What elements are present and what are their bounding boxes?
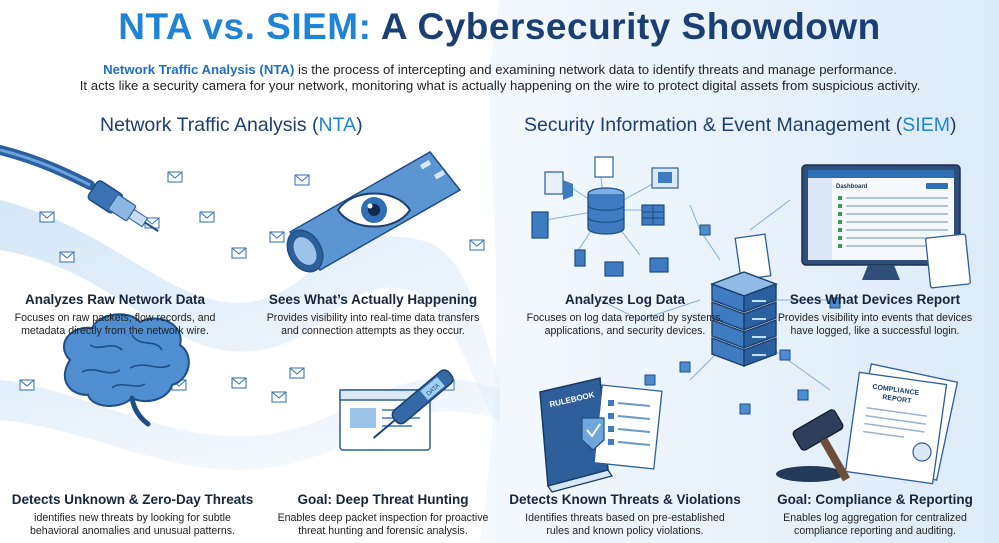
card-desc-line-1: Provides visibility into events that dev… (777, 312, 973, 324)
card-title: Sees What’s Actually Happening (268, 292, 478, 307)
card-desc-line-2: threat hunting and forensic analysis. (298, 525, 468, 537)
siem-card-known-threats: Detects Known Threats & Violations Ident… (505, 492, 745, 538)
title-part-2: A Cybersecurity Showdown (380, 6, 881, 47)
gavel-report-icon: COMPLIANCE REPORT (776, 363, 959, 485)
envelope-icons (19, 171, 485, 403)
card-desc-line-1: Enables log aggregation for centralized (783, 512, 967, 524)
card-desc-line-2: applications, and security devices. (544, 325, 706, 337)
card-desc-line-1: Enables deep packet inspection for proac… (277, 512, 489, 524)
card-title: Goal: Compliance & Reporting (777, 492, 973, 507)
card-description: Provides visibility into events that dev… (760, 312, 990, 338)
envelope-icon (469, 239, 485, 251)
siem-heading: Security Information & Event Management … (524, 114, 956, 137)
siem-heading-main: Security Information & Event Management … (524, 114, 903, 136)
nta-heading-end: ) (356, 114, 363, 136)
card-desc-line-1: Focuses on raw packets, flow records, an… (14, 312, 216, 324)
card-desc-line-2: have logged, like a successful login. (790, 325, 960, 337)
card-desc-line-1: Identifies threats based on pre-establis… (525, 512, 725, 524)
card-desc-line-1: identifies new threats by looking for su… (34, 512, 231, 524)
envelope-icon (167, 171, 183, 183)
envelope-icon (269, 231, 285, 243)
dashboard-label: Dashboard (836, 184, 868, 190)
card-title: Sees What Devices Report (789, 292, 961, 307)
envelope-icon (59, 251, 75, 263)
siem-heading-end: ) (949, 114, 957, 136)
nta-heading-accent: NTA (318, 114, 357, 136)
card-description: Enables deep packet inspection for proac… (268, 512, 498, 538)
nta-card-raw-data: Analyzes Raw Network Data Focuses on raw… (0, 292, 230, 338)
siem-card-device-report: Sees What Devices Report Provides visibi… (760, 292, 990, 338)
siem-card-compliance: Goal: Compliance & Reporting Enables log… (760, 492, 990, 538)
envelope-icon (199, 211, 215, 223)
intro-line-2: It acts like a security camera for your … (79, 78, 921, 93)
siem-heading-accent: SIEM (902, 114, 950, 136)
envelope-icon (231, 377, 247, 389)
card-description: Focuses on raw packets, flow records, an… (0, 312, 230, 338)
card-desc-line-2: behavioral anomalies and unusual pattern… (30, 525, 235, 537)
envelope-icon (39, 211, 55, 223)
card-description: identifies new threats by looking for su… (0, 512, 265, 538)
nta-heading-main: Network Traffic Analysis ( (100, 114, 319, 136)
envelope-icon (19, 379, 35, 391)
envelope-icon (294, 174, 310, 186)
card-description: Identifies threats based on pre-establis… (505, 512, 745, 538)
database-hub-icon (531, 156, 679, 277)
envelope-icon (271, 391, 287, 403)
intro-text: Network Traffic Analysis (NTA) is the pr… (20, 62, 980, 94)
brain-icon (63, 313, 190, 427)
nta-card-zero-day: Detects Unknown & Zero-Day Threats ident… (0, 492, 265, 538)
card-desc-line-2: metadata directly from the network wire. (21, 325, 209, 337)
nta-card-visibility: Sees What’s Actually Happening Provides … (248, 292, 498, 338)
nta-card-threat-hunting: Goal: Deep Threat Hunting Enables deep p… (268, 492, 498, 538)
rulebook-icon: RULEBOOK (539, 377, 663, 493)
server-stack-icon (710, 271, 778, 368)
card-description: Enables log aggregation for centralized … (760, 512, 990, 538)
monitor-dashboard-icon: Dashboard (734, 164, 971, 289)
title-part-1: NTA vs. SIEM: (118, 6, 372, 47)
card-desc-line-2: rules and known policy violations. (546, 525, 704, 537)
intro-line-1: is the process of intercepting and exami… (294, 62, 897, 77)
siem-card-log-data: Analyzes Log Data Focuses on log data re… (505, 292, 745, 338)
data-cubes (644, 224, 841, 415)
card-desc-line-2: and connection attempts as they occur. (281, 325, 465, 337)
nta-heading: Network Traffic Analysis (NTA) (100, 114, 363, 137)
compliance-label-2: REPORT (882, 394, 913, 405)
card-description: Provides visibility into real-time data … (248, 312, 498, 338)
card-title: Detects Known Threats & Violations (509, 492, 741, 507)
card-title: Detects Unknown & Zero-Day Threats (11, 492, 254, 507)
card-desc-line-2: compliance reporting and auditing. (794, 525, 956, 537)
card-title: Goal: Deep Threat Hunting (297, 492, 469, 507)
card-description: Focuses on log data reported by systems,… (505, 312, 745, 338)
card-desc-line-1: Focuses on log data reported by systems, (526, 312, 724, 324)
page-title: NTA vs. SIEM: A Cybersecurity Showdown (0, 6, 999, 48)
envelope-icon (231, 247, 247, 259)
network-cable-icon (0, 145, 159, 232)
card-title: Analyzes Log Data (564, 292, 686, 307)
eye-pipe-icon (286, 151, 462, 273)
card-desc-line-1: Provides visibility into real-time data … (266, 312, 480, 324)
card-title: Analyzes Raw Network Data (24, 292, 206, 307)
magnifier-probe-icon: DATA (339, 369, 454, 451)
intro-highlight: Network Traffic Analysis (NTA) (103, 62, 295, 77)
envelope-icon (289, 367, 305, 379)
